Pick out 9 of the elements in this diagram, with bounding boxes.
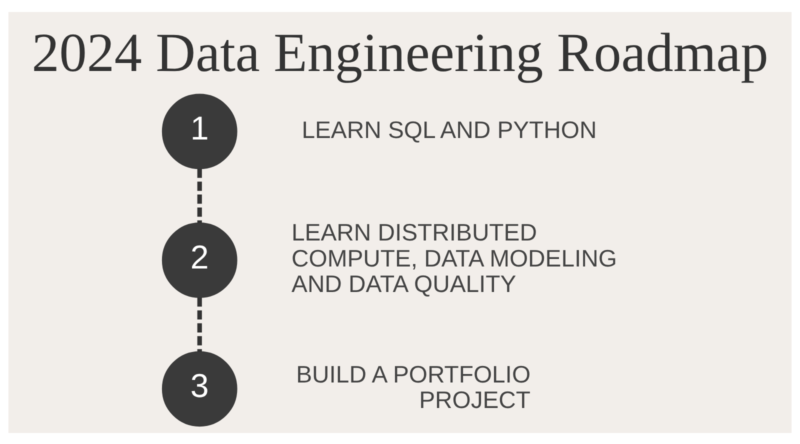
node-circle: 1 (162, 93, 238, 169)
connector (197, 297, 202, 352)
diagram-title: 2024 Data Engineering Roadmap (32, 21, 768, 82)
node-circle: 3 (162, 350, 238, 426)
node-circle: 2 (162, 222, 238, 298)
connector (197, 168, 202, 223)
node-label: LEARN SQL AND PYTHON (302, 116, 597, 144)
node-label: BUILD A PORTFOLIO PROJECT (296, 360, 531, 414)
node-label: LEARN DISTRIBUTED COMPUTE, DATA MODELING AND DATA QUALITY (292, 219, 617, 298)
